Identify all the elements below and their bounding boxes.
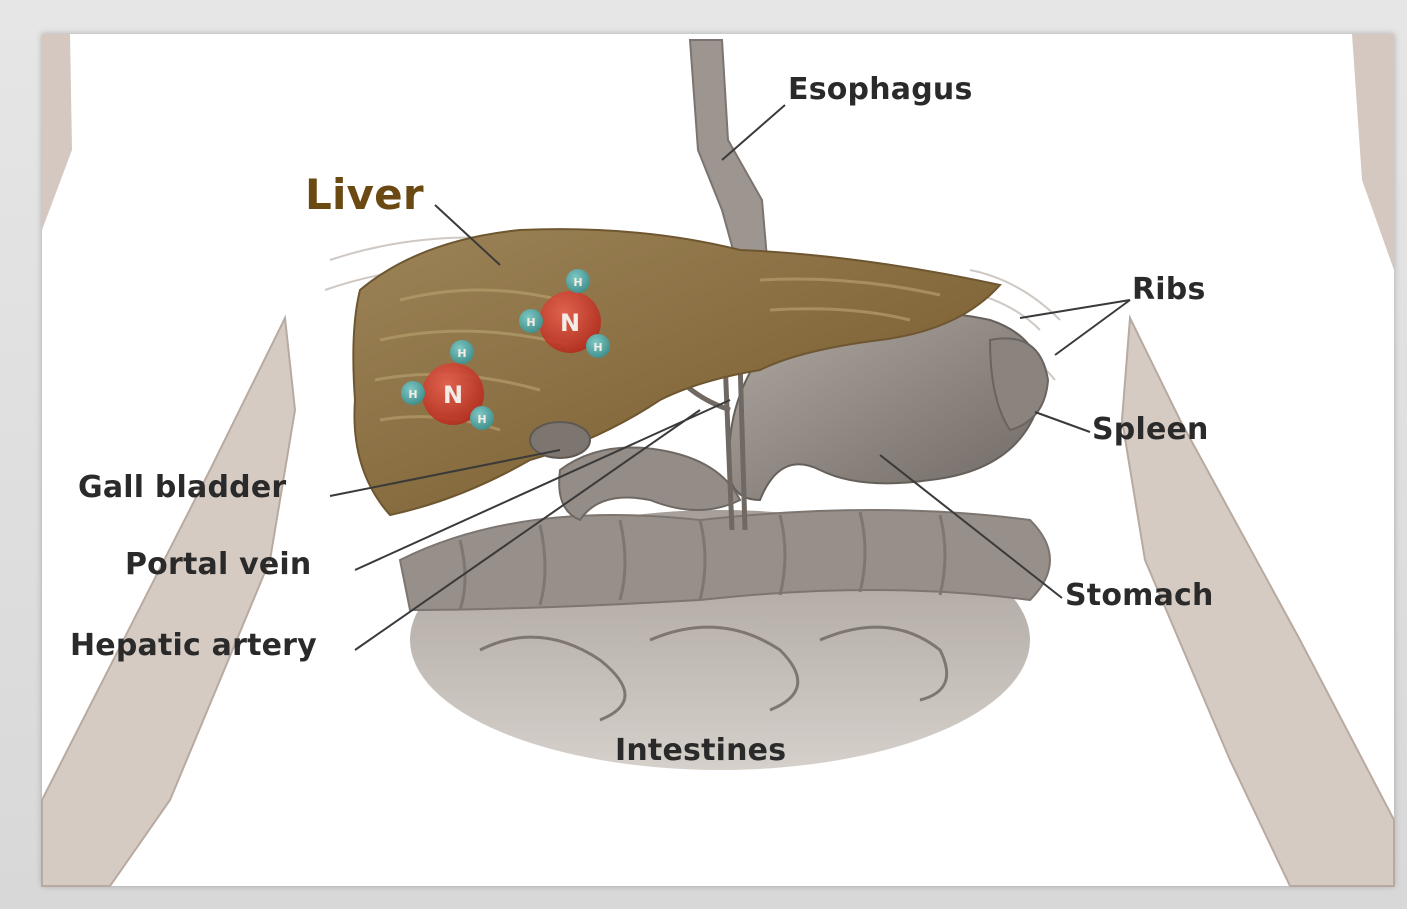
molecule-1-h: H	[593, 341, 602, 354]
label-esophagus: Esophagus	[788, 72, 973, 107]
left-arm	[42, 318, 295, 886]
label-ribs: Ribs	[1132, 272, 1206, 307]
label-portal-vein: Portal vein	[125, 547, 311, 582]
label-liver: Liver	[305, 170, 424, 219]
molecule-1-h: H	[573, 276, 582, 289]
label-hepatic-artery: Hepatic artery	[70, 628, 317, 663]
molecule-2-h: H	[457, 347, 466, 360]
gall-bladder-shape	[530, 422, 590, 458]
label-stomach: Stomach	[1065, 578, 1214, 613]
molecule-1-h: H	[526, 316, 535, 329]
body-outline-right-top	[1352, 34, 1394, 270]
intestines-shape	[400, 510, 1050, 770]
duodenum-shape	[559, 448, 740, 521]
esophagus-shape	[690, 40, 768, 275]
body-outline-left-top	[42, 34, 72, 230]
label-gall-bladder: Gall bladder	[78, 470, 286, 505]
molecule-1-n: N	[560, 309, 580, 337]
molecule-2-n: N	[443, 381, 463, 409]
molecule-2-h: H	[408, 388, 417, 401]
label-spleen: Spleen	[1092, 412, 1209, 447]
molecule-2-h: H	[477, 413, 486, 426]
label-intestines: Intestines	[615, 733, 786, 768]
